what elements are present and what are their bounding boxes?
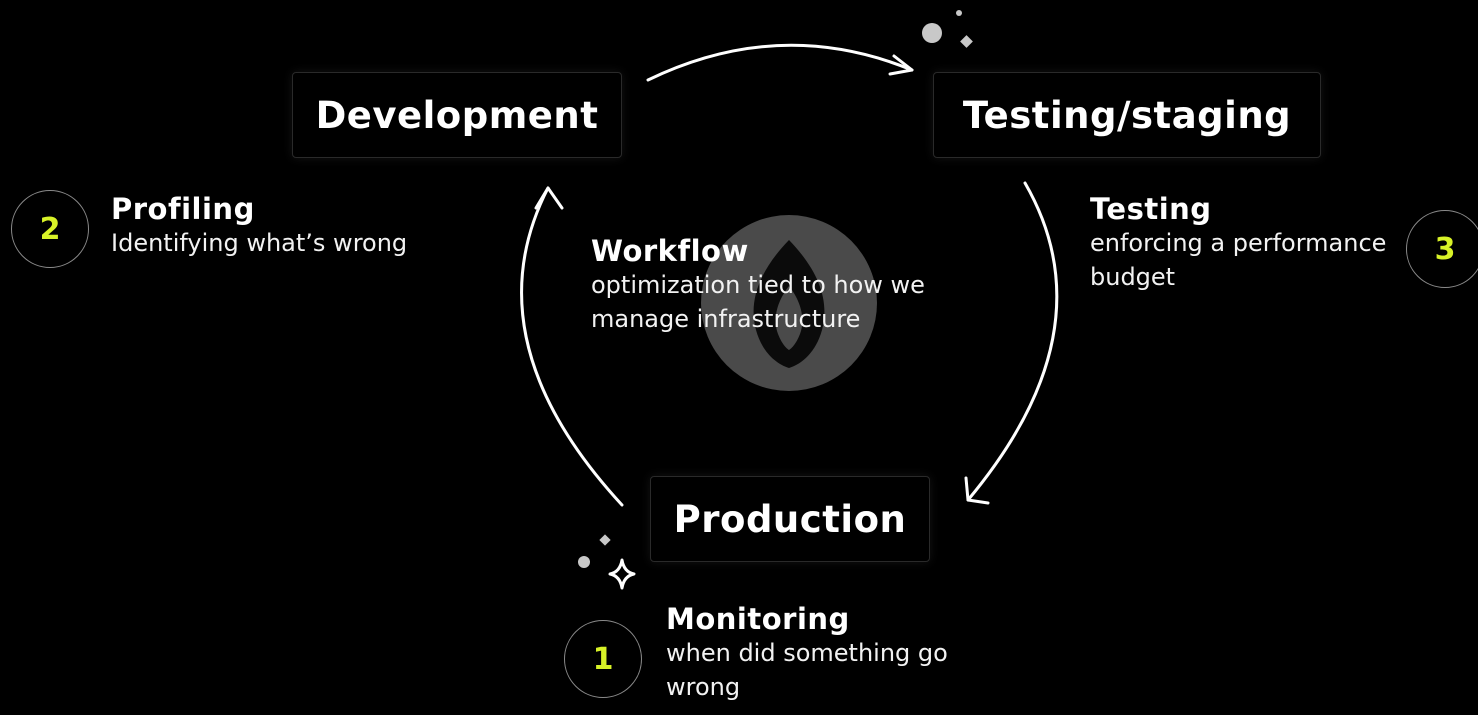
arrow-prod-to-dev — [520, 186, 624, 507]
stage-production: Production — [650, 476, 930, 562]
step-badge-testing: 3 — [1406, 210, 1478, 288]
step-badge-monitoring: 1 — [564, 620, 642, 698]
stage-development: Development — [292, 72, 622, 158]
sparkle-icon — [608, 558, 636, 590]
decoration-dots-top — [922, 10, 973, 48]
monitoring-body: when did something go wrong — [666, 639, 948, 701]
step-number: 2 — [39, 211, 61, 247]
arrow-dev-to-test — [646, 43, 914, 82]
stage-production-label: Production — [673, 497, 907, 541]
annotation-testing: Testing enforcing a performance budget — [1090, 192, 1406, 312]
step-number: 1 — [592, 641, 614, 677]
workflow-body: optimization tied to how we manage infra… — [591, 271, 925, 333]
step-number: 3 — [1434, 231, 1456, 267]
stage-development-label: Development — [315, 93, 599, 137]
arrow-test-to-prod — [964, 181, 1059, 505]
profiling-body: Identifying what’s wrong — [111, 229, 408, 257]
testing-heading: Testing — [1090, 192, 1212, 226]
center-workflow: Workflow optimization tied to how we man… — [591, 234, 991, 336]
annotation-profiling: Profiling Identifying what’s wrong — [111, 192, 491, 260]
annotation-monitoring: Monitoring when did something go wrong — [666, 602, 1006, 704]
stage-testing-staging-label: Testing/staging — [962, 93, 1292, 137]
testing-body: enforcing a performance budget — [1090, 229, 1387, 291]
step-badge-profiling: 2 — [11, 190, 89, 268]
stage-testing-staging: Testing/staging — [933, 72, 1321, 158]
profiling-heading: Profiling — [111, 192, 255, 226]
monitoring-heading: Monitoring — [666, 602, 850, 636]
decoration-dots-bottom — [578, 534, 636, 590]
workflow-heading: Workflow — [591, 234, 749, 268]
flame-logo-icon — [701, 215, 877, 391]
